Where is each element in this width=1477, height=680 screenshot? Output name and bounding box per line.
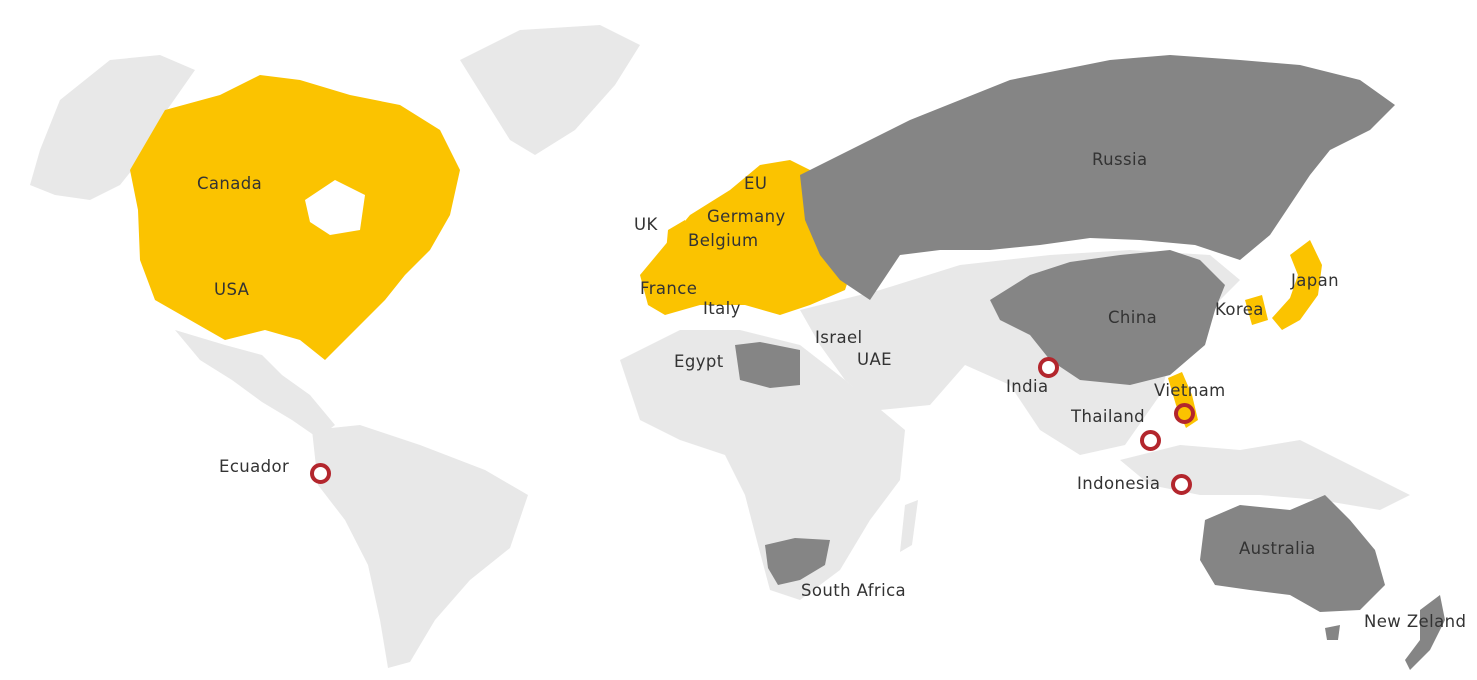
label-indonesia: Indonesia <box>1077 474 1161 493</box>
label-australia: Australia <box>1239 539 1316 558</box>
label-new-zealand: New Zeland <box>1364 612 1467 631</box>
australia-shape <box>1200 495 1385 612</box>
europe-highlight <box>640 160 855 315</box>
label-france: France <box>640 279 698 298</box>
alaska-shape <box>30 55 195 200</box>
china-shape <box>990 250 1225 385</box>
label-israel: Israel <box>815 328 863 347</box>
south-america-shape <box>312 425 528 668</box>
tasmania-shape <box>1325 625 1340 640</box>
label-italy: Italy <box>703 299 741 318</box>
location-marker-indonesia[interactable] <box>1171 474 1192 495</box>
label-uk: UK <box>634 215 658 234</box>
egypt-shape <box>735 342 800 388</box>
location-marker-thailand[interactable] <box>1140 430 1161 451</box>
north-america-highlight <box>130 75 460 360</box>
label-egypt: Egypt <box>674 352 724 371</box>
central-america-shape <box>175 330 335 438</box>
label-belgium: Belgium <box>688 231 759 250</box>
uk-highlight <box>666 220 690 262</box>
label-south-africa: South Africa <box>801 581 907 600</box>
label-uae: UAE <box>857 350 892 369</box>
location-marker-vietnam[interactable] <box>1174 403 1195 424</box>
label-usa: USA <box>214 280 250 299</box>
south-africa-shape <box>765 538 830 585</box>
korea-highlight <box>1245 295 1268 325</box>
label-germany: Germany <box>707 207 786 226</box>
hudson-bay-shape <box>305 180 365 235</box>
label-india: India <box>1006 377 1049 396</box>
location-marker-india[interactable] <box>1038 357 1059 378</box>
se-asia-islands-shape <box>1120 440 1410 510</box>
label-russia: Russia <box>1092 150 1148 169</box>
label-canada: Canada <box>197 174 263 193</box>
label-japan: Japan <box>1291 271 1340 290</box>
label-eu: EU <box>744 174 768 193</box>
japan-highlight <box>1272 240 1322 330</box>
label-vietnam: Vietnam <box>1154 381 1226 400</box>
label-ecuador: Ecuador <box>219 457 290 476</box>
label-korea: Korea <box>1215 300 1264 319</box>
madagascar-shape <box>900 500 918 552</box>
label-thailand: Thailand <box>1071 407 1146 426</box>
africa-shape <box>620 330 905 600</box>
greenland-shape <box>460 25 640 155</box>
new-zealand-shape <box>1405 595 1445 670</box>
location-marker-ecuador[interactable] <box>310 463 331 484</box>
label-china: China <box>1108 308 1158 327</box>
russia-shape <box>800 55 1395 300</box>
